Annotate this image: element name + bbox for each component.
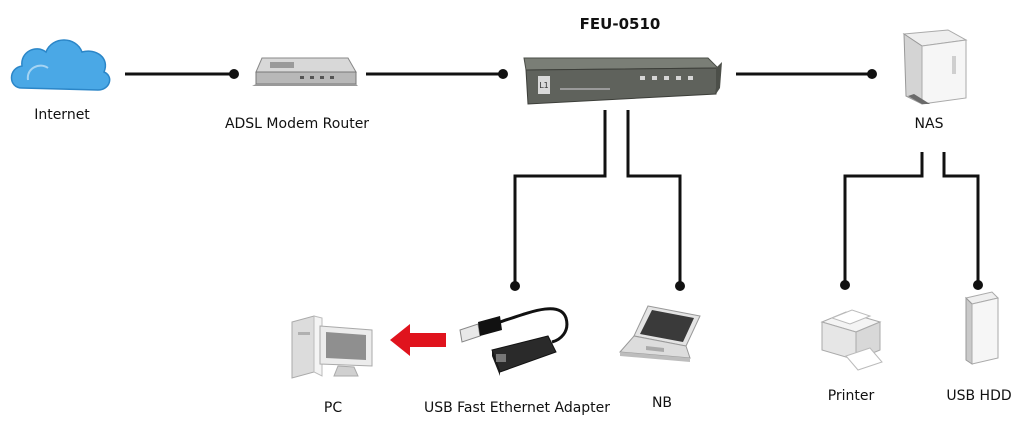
pc-icon [291,315,373,379]
cloud-icon [10,39,111,91]
link-nas-usbhdd [942,152,980,285]
svg-text:L1: L1 [539,81,549,90]
arrow-icon [390,324,446,356]
dot [675,281,685,291]
label-pc: PC [323,400,343,416]
dot [229,69,239,79]
link-nas-printer [843,152,924,285]
label-nb: NB [651,395,673,411]
usb-adapter-icon [459,307,569,376]
nas-icon [902,29,968,105]
label-router: ADSL Modem Router [224,116,370,132]
dot [867,69,877,79]
label-internet: Internet [34,107,90,123]
label-usb-hdd: USB HDD [946,388,1012,404]
link-switch-adapter [513,110,607,286]
connection-dots [229,69,983,291]
link-switch-nb [626,110,682,286]
usb-hdd-icon [965,291,999,365]
dot [973,280,983,290]
diagram-title: FEU-0510 [579,15,661,33]
switch-icon: L1 [523,57,722,105]
label-nas: NAS [914,116,944,132]
label-printer: Printer [827,388,875,404]
laptop-icon [618,305,701,362]
dot [510,281,520,291]
router-icon [252,57,358,86]
dot [840,280,850,290]
label-usb-adapter: USB Fast Ethernet Adapter [423,400,611,416]
printer-icon [820,309,883,371]
dot [498,69,508,79]
connection-lines [125,72,980,286]
